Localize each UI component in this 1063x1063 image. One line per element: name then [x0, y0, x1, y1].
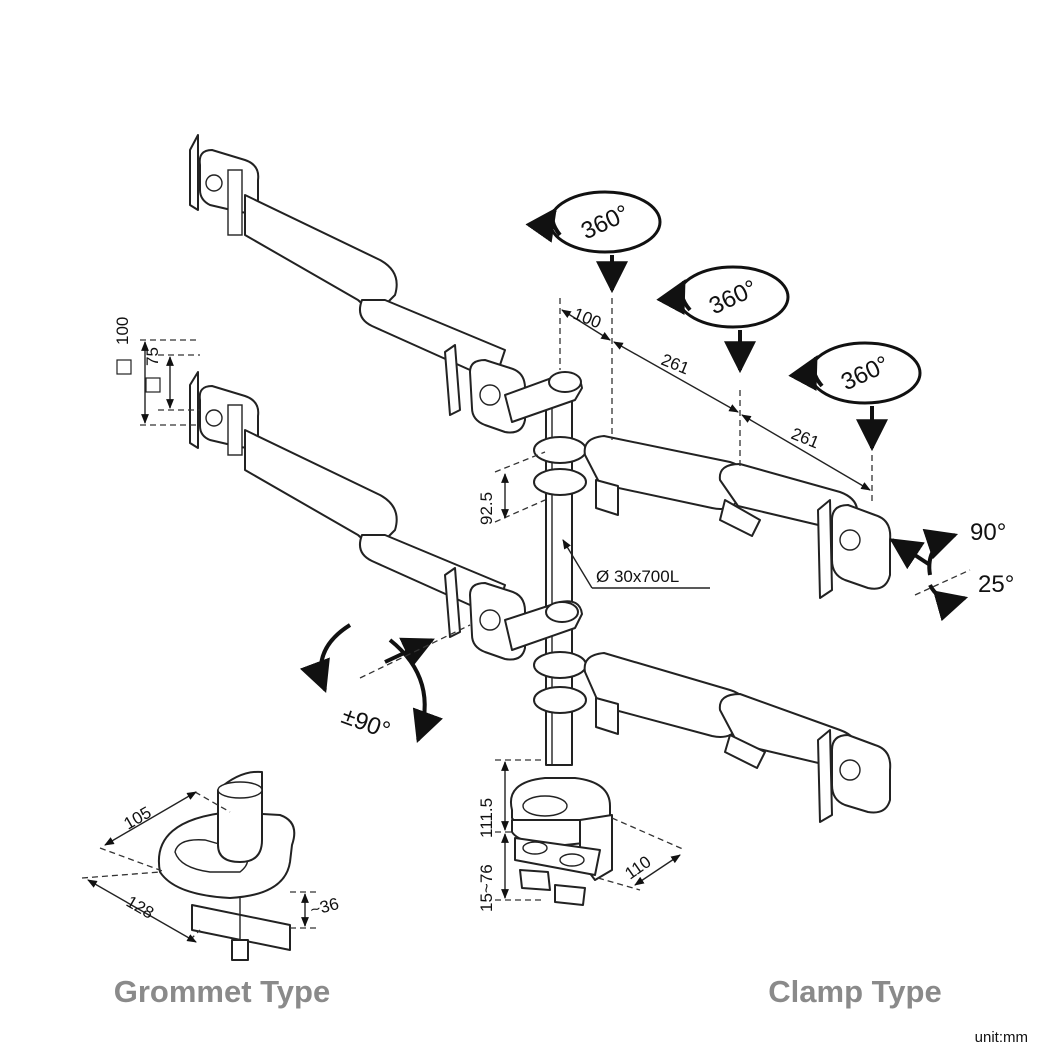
- vesa-dimension: 100 75: [113, 317, 200, 426]
- clamp-range-label: 15~76: [477, 864, 496, 912]
- grommet-thickness-dimension: ~36: [290, 891, 341, 929]
- clamp-base-height-dimension: 111.5: [477, 759, 545, 838]
- vesa-inner-label: 75: [143, 347, 162, 366]
- rotate-indicator: ±90°: [299, 623, 471, 745]
- upper-right-arm: [533, 435, 892, 599]
- clamp-range-dimension: 15~76: [477, 833, 545, 912]
- swivel-label-1: 360°: [577, 200, 633, 245]
- swivel-label-3: 360°: [837, 351, 893, 396]
- clamp-type-caption: Clamp Type: [768, 974, 941, 1009]
- tilt-indicator: 90° 25°: [889, 519, 1014, 622]
- grommet-width-label: 105: [121, 803, 155, 834]
- swivel-indicator-3: 360°: [788, 341, 922, 452]
- clamp-base: [509, 777, 613, 906]
- swivel-label-2: 360°: [705, 275, 761, 320]
- unit-label: unit:mm: [975, 1029, 1028, 1046]
- arm-spacing-label: 92.5: [477, 492, 496, 525]
- grommet-length-label: 128: [123, 892, 157, 923]
- pole-dimension: Ø 30x700L: [562, 539, 710, 589]
- upper-left-arm: [189, 134, 583, 434]
- clamp-depth-label: 110: [621, 852, 654, 883]
- vesa-outer-label: 100: [113, 317, 132, 345]
- pole-offset-label: 100: [571, 304, 604, 332]
- lower-left-arm: [189, 371, 583, 661]
- swivel-indicator-1: 360°: [525, 190, 662, 294]
- grommet-thickness-label: ~36: [308, 894, 341, 920]
- tilt-down-label: 25°: [978, 571, 1014, 598]
- arm-length-2-label: 261: [789, 424, 822, 452]
- rotate-label: ±90°: [338, 702, 394, 744]
- swivel-indicator-2: 360°: [656, 265, 790, 374]
- pole-label: Ø 30x700L: [596, 567, 679, 586]
- tilt-up-label: 90°: [970, 519, 1006, 546]
- arm-spacing-dimension: 92.5: [477, 451, 546, 525]
- arm-length-1-label: 261: [659, 350, 692, 378]
- clamp-base-height-label: 111.5: [477, 798, 496, 838]
- grommet-type-caption: Grommet Type: [114, 974, 330, 1009]
- lower-right-arm: [533, 651, 892, 823]
